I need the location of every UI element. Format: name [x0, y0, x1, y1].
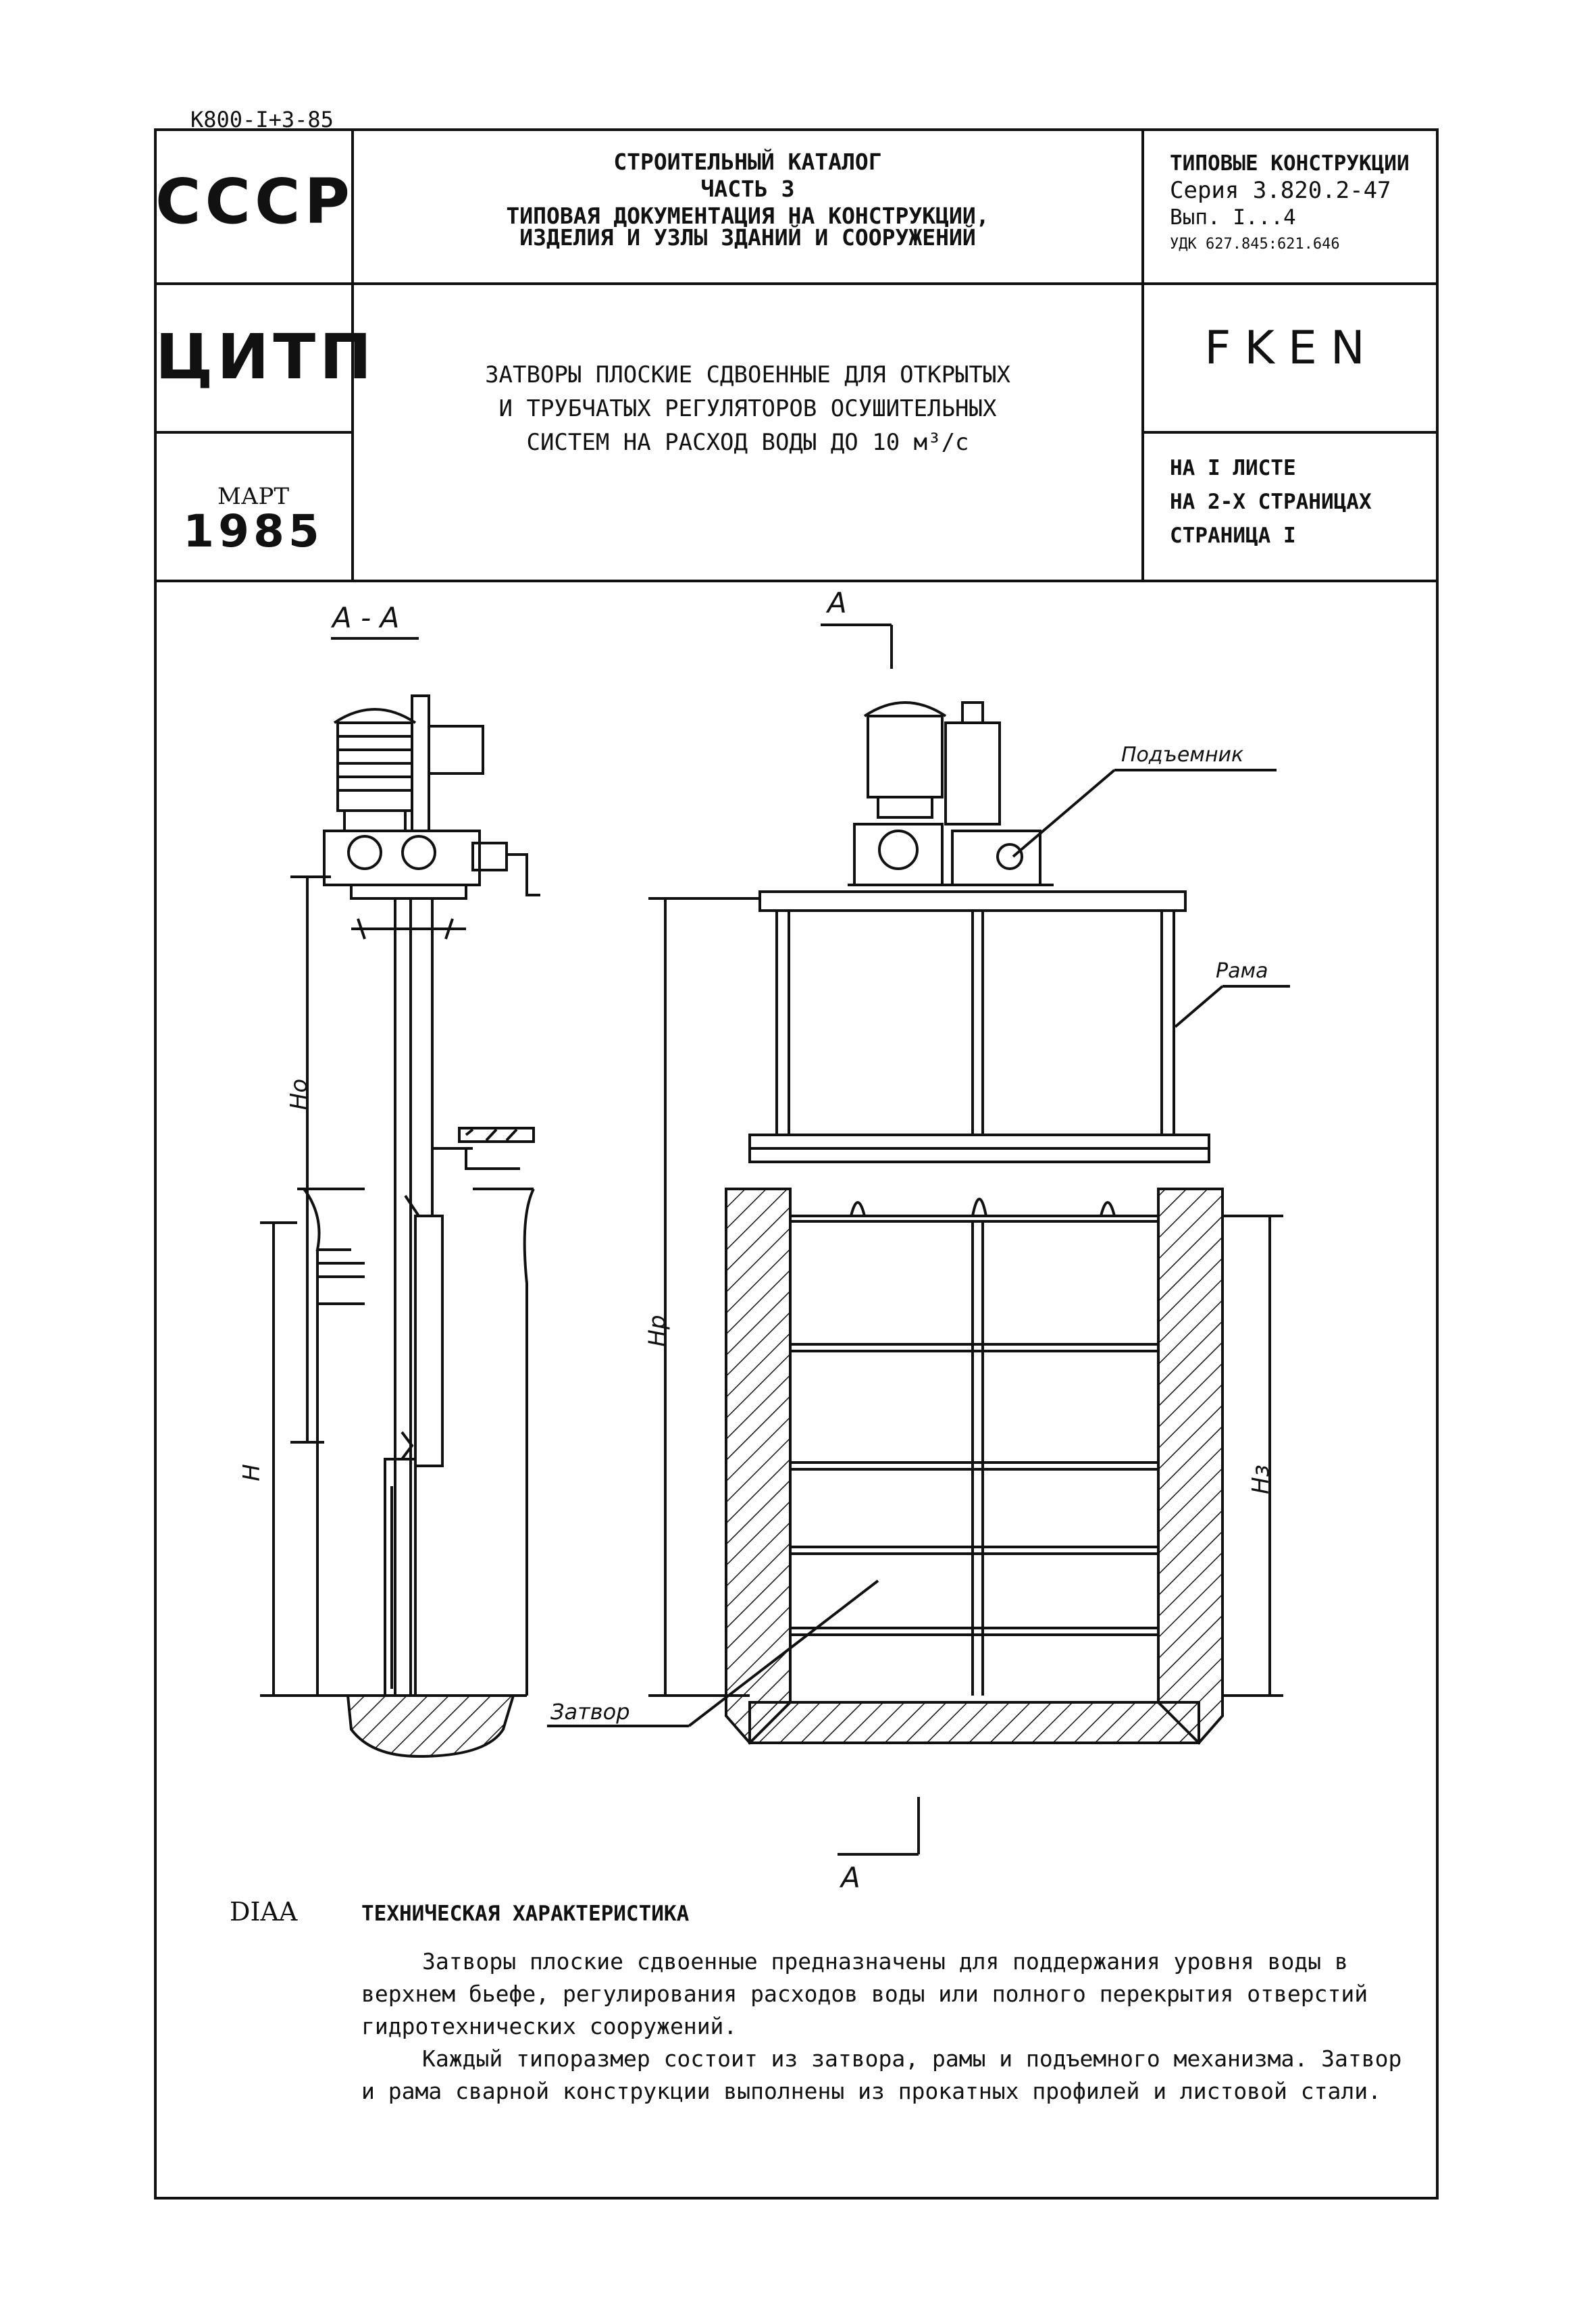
lifter-label: Подъемник — [1121, 743, 1244, 767]
title-line: И ТРУБЧАТЫХ РЕГУЛЯТОРОВ ОСУШИТЕЛЬНЫХ — [498, 395, 997, 422]
classification-code: FKEN — [1204, 322, 1379, 375]
dim-hp: Hр — [644, 1315, 671, 1347]
header-divider-mid — [351, 282, 1439, 285]
header-bottom-line — [154, 580, 1439, 582]
catalog-line: СТРОИТЕЛЬНЫЙ КАТАЛОГ — [613, 149, 882, 175]
catalog-line: ЧАСТЬ 3 — [700, 176, 795, 202]
dim-ho: Hо — [286, 1078, 313, 1111]
date-year: 1985 — [183, 505, 324, 557]
document-code: К800-I+3-85 — [190, 107, 334, 132]
header-divider-left-2 — [154, 431, 353, 434]
description-line: Каждый типоразмер состоит из затвора, ра… — [422, 2045, 1402, 2072]
gate-label: Затвор — [550, 1699, 630, 1725]
catalog-line: ТИПОВАЯ ДОКУМЕНТАЦИЯ НА КОНСТРУКЦИИ, — [506, 203, 989, 229]
catalog-line: ИЗДЕЛИЯ И УЗЛЫ ЗДАНИЙ И СООРУЖЕНИЙ — [519, 224, 976, 251]
tech-heading: ТЕХНИЧЕСКАЯ ХАРАКТЕРИСТИКА — [361, 1902, 690, 1926]
catalog-header: СТРОИТЕЛЬНЫЙ КАТАЛОГ ЧАСТЬ 3 ТИПОВАЯ ДОК… — [354, 149, 1141, 251]
description-line: Затворы плоские сдвоенные предназначены … — [422, 1948, 1348, 1975]
side-code: DIAA — [230, 1897, 298, 1927]
frame-label: Рама — [1216, 959, 1268, 983]
institute-label: ЦИТП — [155, 321, 376, 393]
header-divider-left-1 — [154, 282, 353, 285]
series-line: ТИПОВЫЕ КОНСТРУКЦИИ — [1170, 151, 1410, 176]
header-divider-left — [351, 128, 354, 581]
country-label: СССР — [155, 166, 354, 238]
series-line: Серия 3.820.2-47 — [1170, 177, 1391, 204]
document-title: ЗАТВОРЫ ПЛОСКИЕ СДВОЕННЫЕ ДЛЯ ОТКРЫТЫХ И… — [354, 358, 1141, 459]
tech-description: Затворы плоские сдвоенные предназначены … — [361, 1946, 1415, 2108]
description-line: и рама сварной конструкции выполнены из … — [361, 2078, 1381, 2104]
cut-label-bottom: А — [841, 1861, 860, 1894]
series-line: Вып. I...4 — [1170, 205, 1296, 230]
dim-h: H — [238, 1464, 265, 1481]
date-month: МАРТ — [217, 483, 290, 510]
sheet-line: НА 2-Х СТРАНИЦАХ — [1170, 490, 1372, 514]
sheet-info: НА I ЛИСТЕ НА 2-Х СТРАНИЦАХ СТРАНИЦА I — [1170, 451, 1372, 553]
description-line: верхнем бьефе, регулирования расходов во… — [361, 1981, 1368, 2007]
description-line: гидротехнических сооружений. — [361, 2013, 738, 2039]
title-line: СИСТЕМ НА РАСХОД ВОДЫ ДО 10 м³/с — [526, 429, 969, 456]
page-frame — [154, 128, 1439, 2200]
sheet-line: НА I ЛИСТЕ — [1170, 456, 1296, 480]
header-divider-right-1 — [1141, 431, 1439, 434]
series-line: УДК 627.845:621.646 — [1170, 236, 1340, 253]
dim-hz: Hз — [1247, 1465, 1275, 1494]
sheet-line: СТРАНИЦА I — [1170, 524, 1296, 548]
cut-label-top: А — [827, 586, 847, 619]
series-info: ТИПОВЫЕ КОНСТРУКЦИИ Серия 3.820.2-47 Вып… — [1170, 150, 1410, 258]
header-divider-right — [1141, 128, 1144, 581]
section-label: А - А — [332, 601, 400, 634]
title-line: ЗАТВОРЫ ПЛОСКИЕ СДВОЕННЫЕ ДЛЯ ОТКРЫТЫХ — [485, 361, 1010, 388]
